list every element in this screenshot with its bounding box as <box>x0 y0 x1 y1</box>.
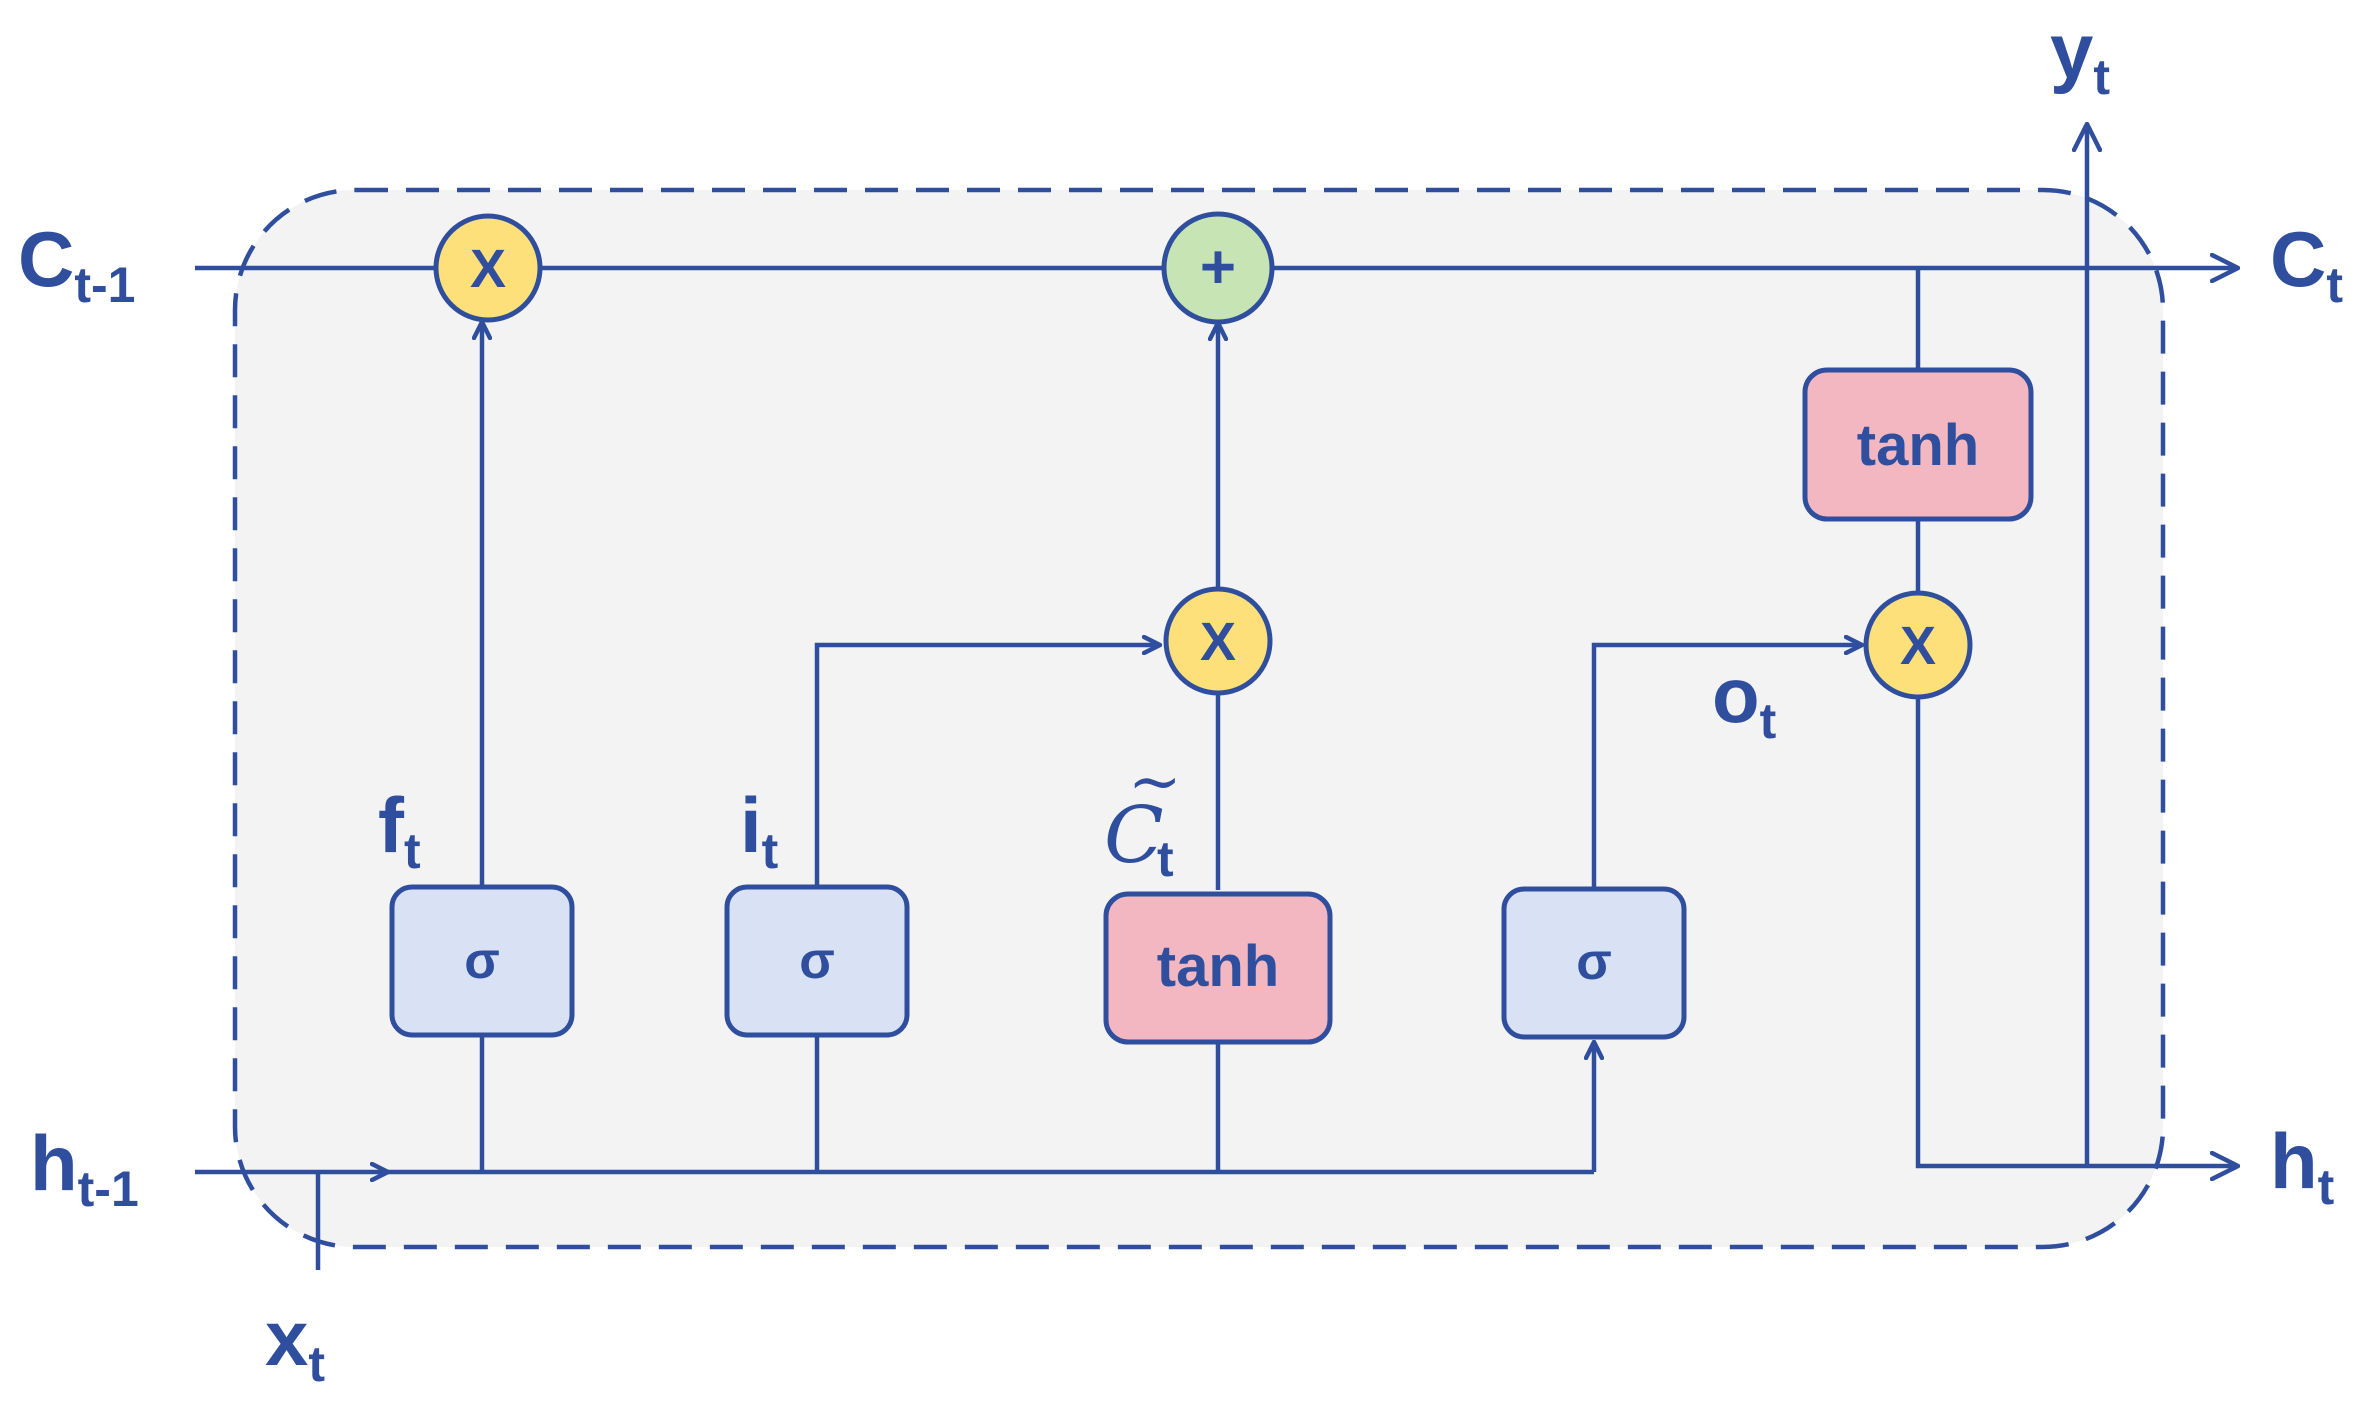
forget-multiply-symbol: X <box>470 239 506 299</box>
cell-add-symbol: + <box>1200 233 1236 302</box>
hidden-output-path <box>1915 698 2238 1166</box>
candidate-tanh-label: tanh <box>1157 934 1279 999</box>
forget-gate-variable-label: ft <box>378 781 421 879</box>
forget-sigma-label: σ <box>464 932 500 990</box>
input-gate-variable-label: it <box>740 781 779 879</box>
next-hidden-state-label: ht <box>2270 1117 2335 1215</box>
output-gate-path <box>1591 645 1862 887</box>
output-gate-variable-label: ot <box>1712 651 1777 749</box>
input-sigma-block: σ <box>724 884 910 1038</box>
candidate-subscript: t <box>1157 831 1174 887</box>
output-sigma-label: σ <box>1576 933 1612 991</box>
candidate-tilde: ~ <box>1128 745 1182 819</box>
next-cell-state-label: Ct <box>2270 215 2343 313</box>
candidate-main-label: C <box>1104 791 1164 881</box>
input-multiply-symbol: X <box>1200 612 1236 672</box>
cell-add-node: + <box>1161 211 1275 325</box>
output-y-label: yt <box>2050 7 2110 105</box>
previous-hidden-state-label: ht-1 <box>30 1119 139 1217</box>
input-multiply-node: X <box>1163 586 1273 696</box>
lstm-cell-boundary <box>232 187 2166 1250</box>
output-multiply-symbol: X <box>1900 616 1936 676</box>
candidate-tanh-block: tanh <box>1103 891 1333 1045</box>
cell-tanh-block: tanh <box>1802 367 2034 522</box>
cell-tanh-label: tanh <box>1857 413 1979 478</box>
previous-cell-state-label: Ct-1 <box>18 215 135 313</box>
candidate-variable-label: ~ C t <box>1104 745 1182 887</box>
output-multiply-node: X <box>1863 590 1973 700</box>
input-sigma-label: σ <box>799 932 835 990</box>
input-gate-path <box>814 645 1160 887</box>
forget-multiply-node: X <box>433 213 543 323</box>
output-sigma-block: σ <box>1501 886 1687 1040</box>
forget-sigma-block: σ <box>389 884 575 1038</box>
input-x-label: xt <box>265 1294 325 1392</box>
